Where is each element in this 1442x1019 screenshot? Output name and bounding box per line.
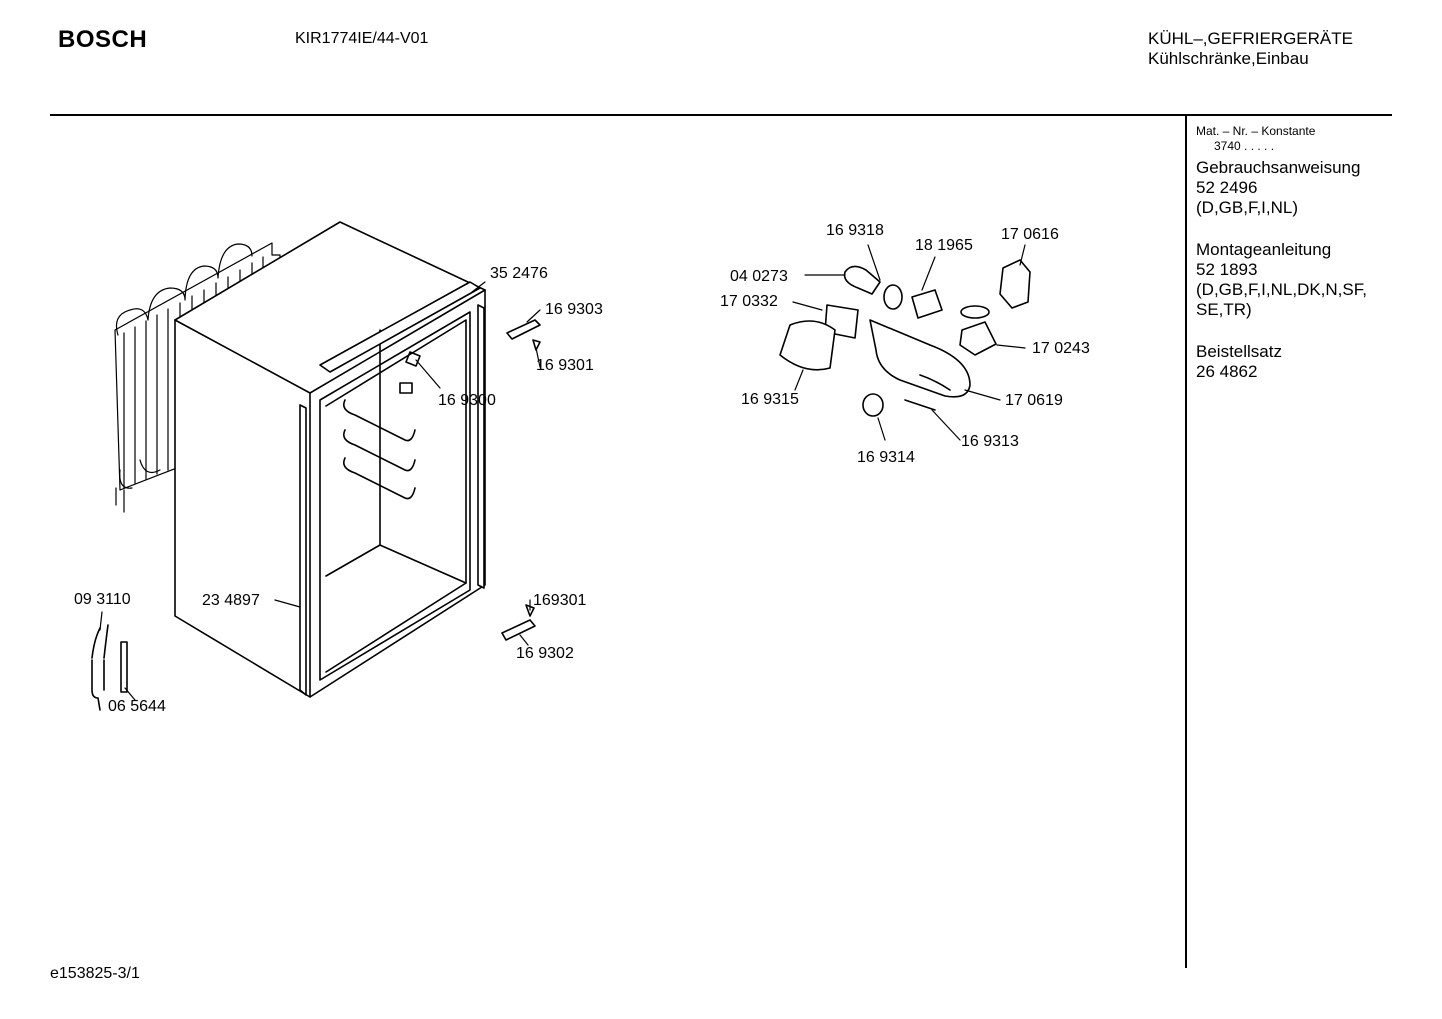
part-label: 17 0243	[1032, 340, 1090, 357]
part-label: 169301	[533, 592, 587, 609]
part-label: 18 1965	[915, 237, 973, 254]
part-label: 16 9300	[438, 392, 496, 409]
part-label: 04 0273	[730, 268, 788, 285]
part-label: 17 0332	[720, 293, 778, 310]
cabinet-illustration	[174, 221, 486, 698]
part-label: 16 9302	[516, 645, 574, 662]
sidebar-divider	[1185, 116, 1187, 968]
doc-languages: (D,GB,F,I,NL,DK,N,SF,	[1196, 280, 1367, 299]
lamp-assembly-illustration	[779, 259, 1031, 417]
part-label: 23 4897	[202, 592, 260, 609]
part-label: 16 9301	[536, 357, 594, 374]
model-number: KIR1774IE/44-V01	[295, 30, 429, 47]
doc-title: Beistellsatz	[1196, 342, 1282, 361]
header-divider	[50, 114, 1392, 116]
part-label: 06 5644	[108, 698, 166, 715]
doc-block: Gebrauchsanweisung 52 2496 (D,GB,F,I,NL)	[1196, 158, 1367, 218]
category: KÜHL–,GEFRIERGERÄTE Kühlschränke,Einbau	[1148, 29, 1353, 69]
part-label: 16 9314	[857, 449, 915, 466]
doc-number: 26 4862	[1196, 362, 1258, 381]
part-label: 16 9315	[741, 391, 799, 408]
doc-block: Beistellsatz 26 4862	[1196, 342, 1367, 382]
doc-number: 52 2496	[1196, 178, 1258, 197]
part-label: 09 3110	[74, 591, 131, 608]
doc-languages-cont: SE,TR)	[1196, 300, 1252, 319]
doc-title: Montageanleitung	[1196, 240, 1332, 259]
leader-lines	[99, 244, 1026, 701]
category-line-2: Kühlschränke,Einbau	[1148, 49, 1309, 68]
doc-number: 52 1893	[1196, 260, 1258, 279]
mat-value: 3740 . . . . .	[1214, 139, 1275, 153]
part-label: 35 2476	[490, 265, 548, 282]
part-label: 16 9303	[545, 301, 603, 318]
part-label: 17 0616	[1001, 226, 1059, 243]
mat-label: Mat. – Nr. – Konstante	[1196, 124, 1316, 138]
sensor-tube-illustration	[91, 624, 128, 711]
sidebar: Mat. – Nr. – Konstante 3740 . . . . . Ge…	[1196, 124, 1367, 382]
part-label: 16 9313	[961, 433, 1019, 450]
part-label: 17 0619	[1005, 392, 1063, 409]
drawing-code: e153825-3/1	[50, 965, 140, 982]
part-label: 16 9318	[826, 222, 884, 239]
doc-block: Montageanleitung 52 1893 (D,GB,F,I,NL,DK…	[1196, 240, 1367, 320]
doc-languages: (D,GB,F,I,NL)	[1196, 198, 1299, 217]
doc-title: Gebrauchsanweisung	[1196, 158, 1361, 177]
brand-logo: BOSCH	[58, 26, 148, 53]
category-line-1: KÜHL–,GEFRIERGERÄTE	[1148, 29, 1353, 48]
